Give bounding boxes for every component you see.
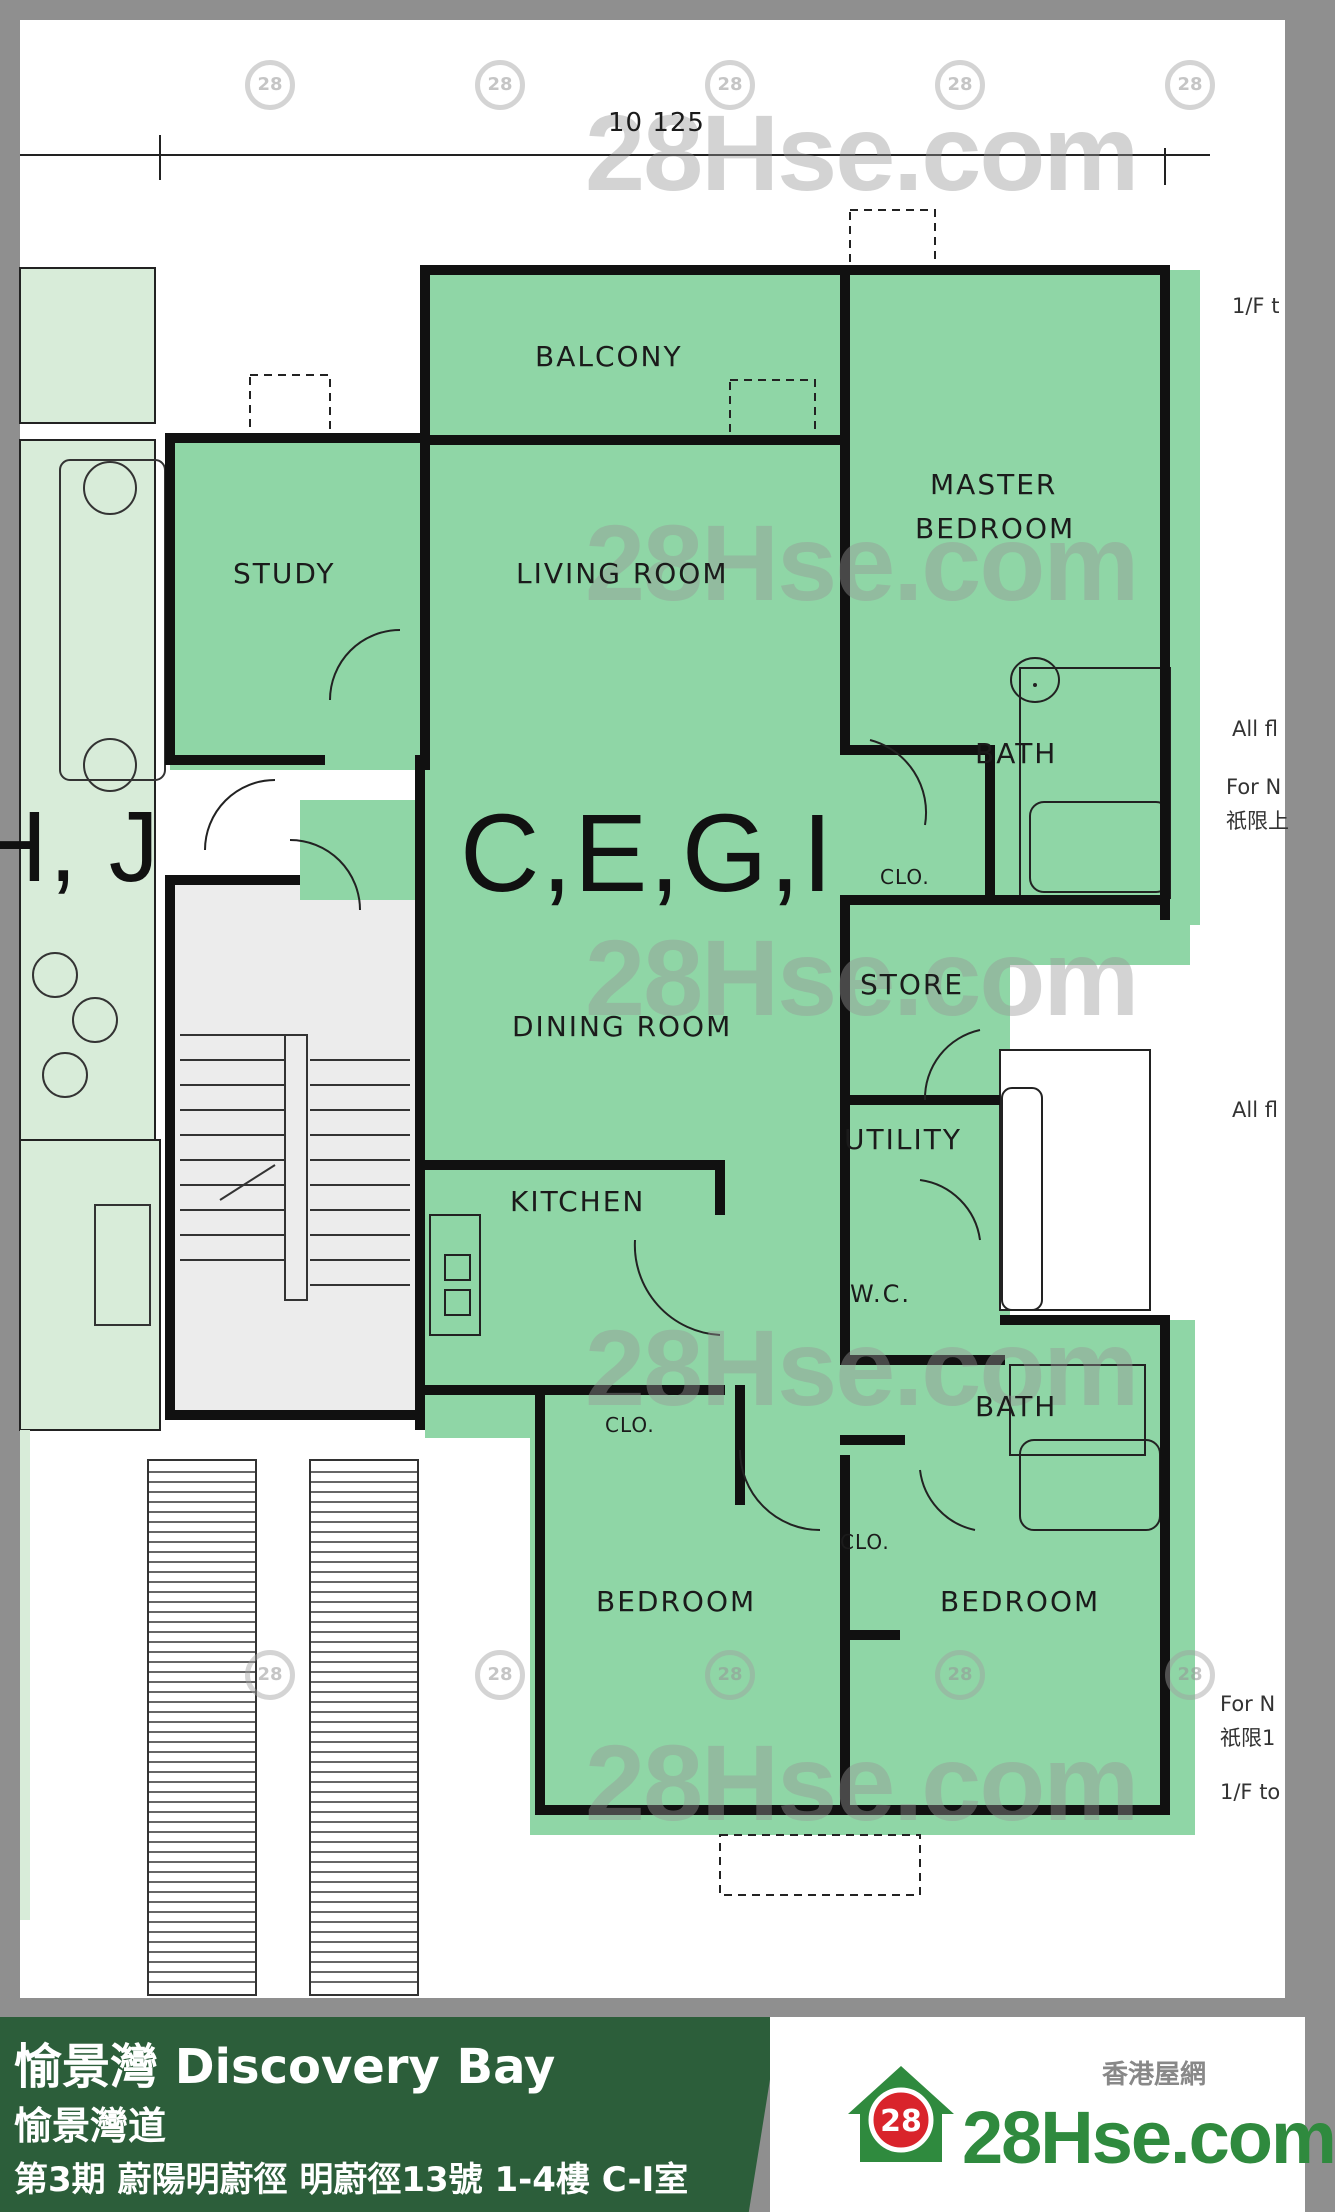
door-swings [204, 629, 981, 1531]
room-label-bedroom: BEDROOM [940, 1585, 1101, 1618]
neighbor-unit-label: H, J [0, 791, 161, 903]
footer-logo-area [770, 2017, 1305, 2212]
walls [165, 265, 1170, 1815]
side-note: 1/F t [1232, 294, 1280, 318]
room-label-kitchen: KITCHEN [510, 1185, 646, 1218]
logo-badge-text: 28 [880, 2104, 922, 2139]
external-stairs [147, 1459, 419, 1996]
side-note: 1/F to [1220, 1780, 1281, 1804]
room-label-closet: CLO. [605, 1413, 655, 1437]
neighbor-unit [19, 267, 166, 1920]
logo-text: 28Hse.com [962, 2096, 1335, 2179]
room-label-bath: BATH [975, 1390, 1058, 1423]
side-note: All fl [1232, 717, 1278, 741]
stair-core [165, 875, 425, 1420]
room-label-balcony: BALCONY [535, 340, 683, 373]
room-label-master-bedroom: BEDROOM [915, 512, 1076, 545]
room-label-living-room: LIVING ROOM [516, 557, 729, 590]
floor-plan-drawing [19, 135, 1210, 1996]
room-label-utility: UTILITY [844, 1123, 962, 1156]
side-note: 祇限1 [1220, 1726, 1276, 1750]
floor-plan: 28Hse.com 28Hse.com 28Hse.com 28Hse.com … [0, 20, 1289, 1998]
side-note: All fl [1232, 1098, 1278, 1122]
unit-detail: 第3期 蔚陽明蔚徑 明蔚徑13號 1-4樓 C-I室 [14, 2160, 689, 2200]
dimension-line [20, 135, 1210, 185]
dimension-label: 10 125 [608, 108, 705, 138]
room-label-master-bedroom: MASTER [930, 468, 1058, 501]
room-label-wc: W.C. [850, 1280, 911, 1308]
footer-banner [0, 2017, 780, 2212]
room-label-study: STUDY [233, 557, 336, 590]
room-label-dining-room: DINING ROOM [512, 1010, 733, 1043]
fixtures [249, 209, 1171, 1896]
house-logo-icon: 28 [848, 2066, 954, 2162]
room-label-bath: BATH [975, 737, 1058, 770]
room-label-closet: CLO. [880, 865, 930, 889]
unit-label: C,E,G,I [460, 792, 835, 915]
logo-chinese-name: 香港屋網 [1102, 2060, 1207, 2090]
estate-title: 愉景灣 Discovery Bay [14, 2039, 556, 2095]
side-note: For N [1220, 1692, 1276, 1716]
room-label-closet: CLO. [840, 1530, 890, 1554]
room-label-bedroom: BEDROOM [596, 1585, 757, 1618]
side-note: For N [1226, 775, 1282, 799]
road-name: 愉景灣道 [14, 2104, 167, 2148]
side-note: 祇限上 [1226, 809, 1289, 833]
room-label-store: STORE [860, 968, 965, 1001]
